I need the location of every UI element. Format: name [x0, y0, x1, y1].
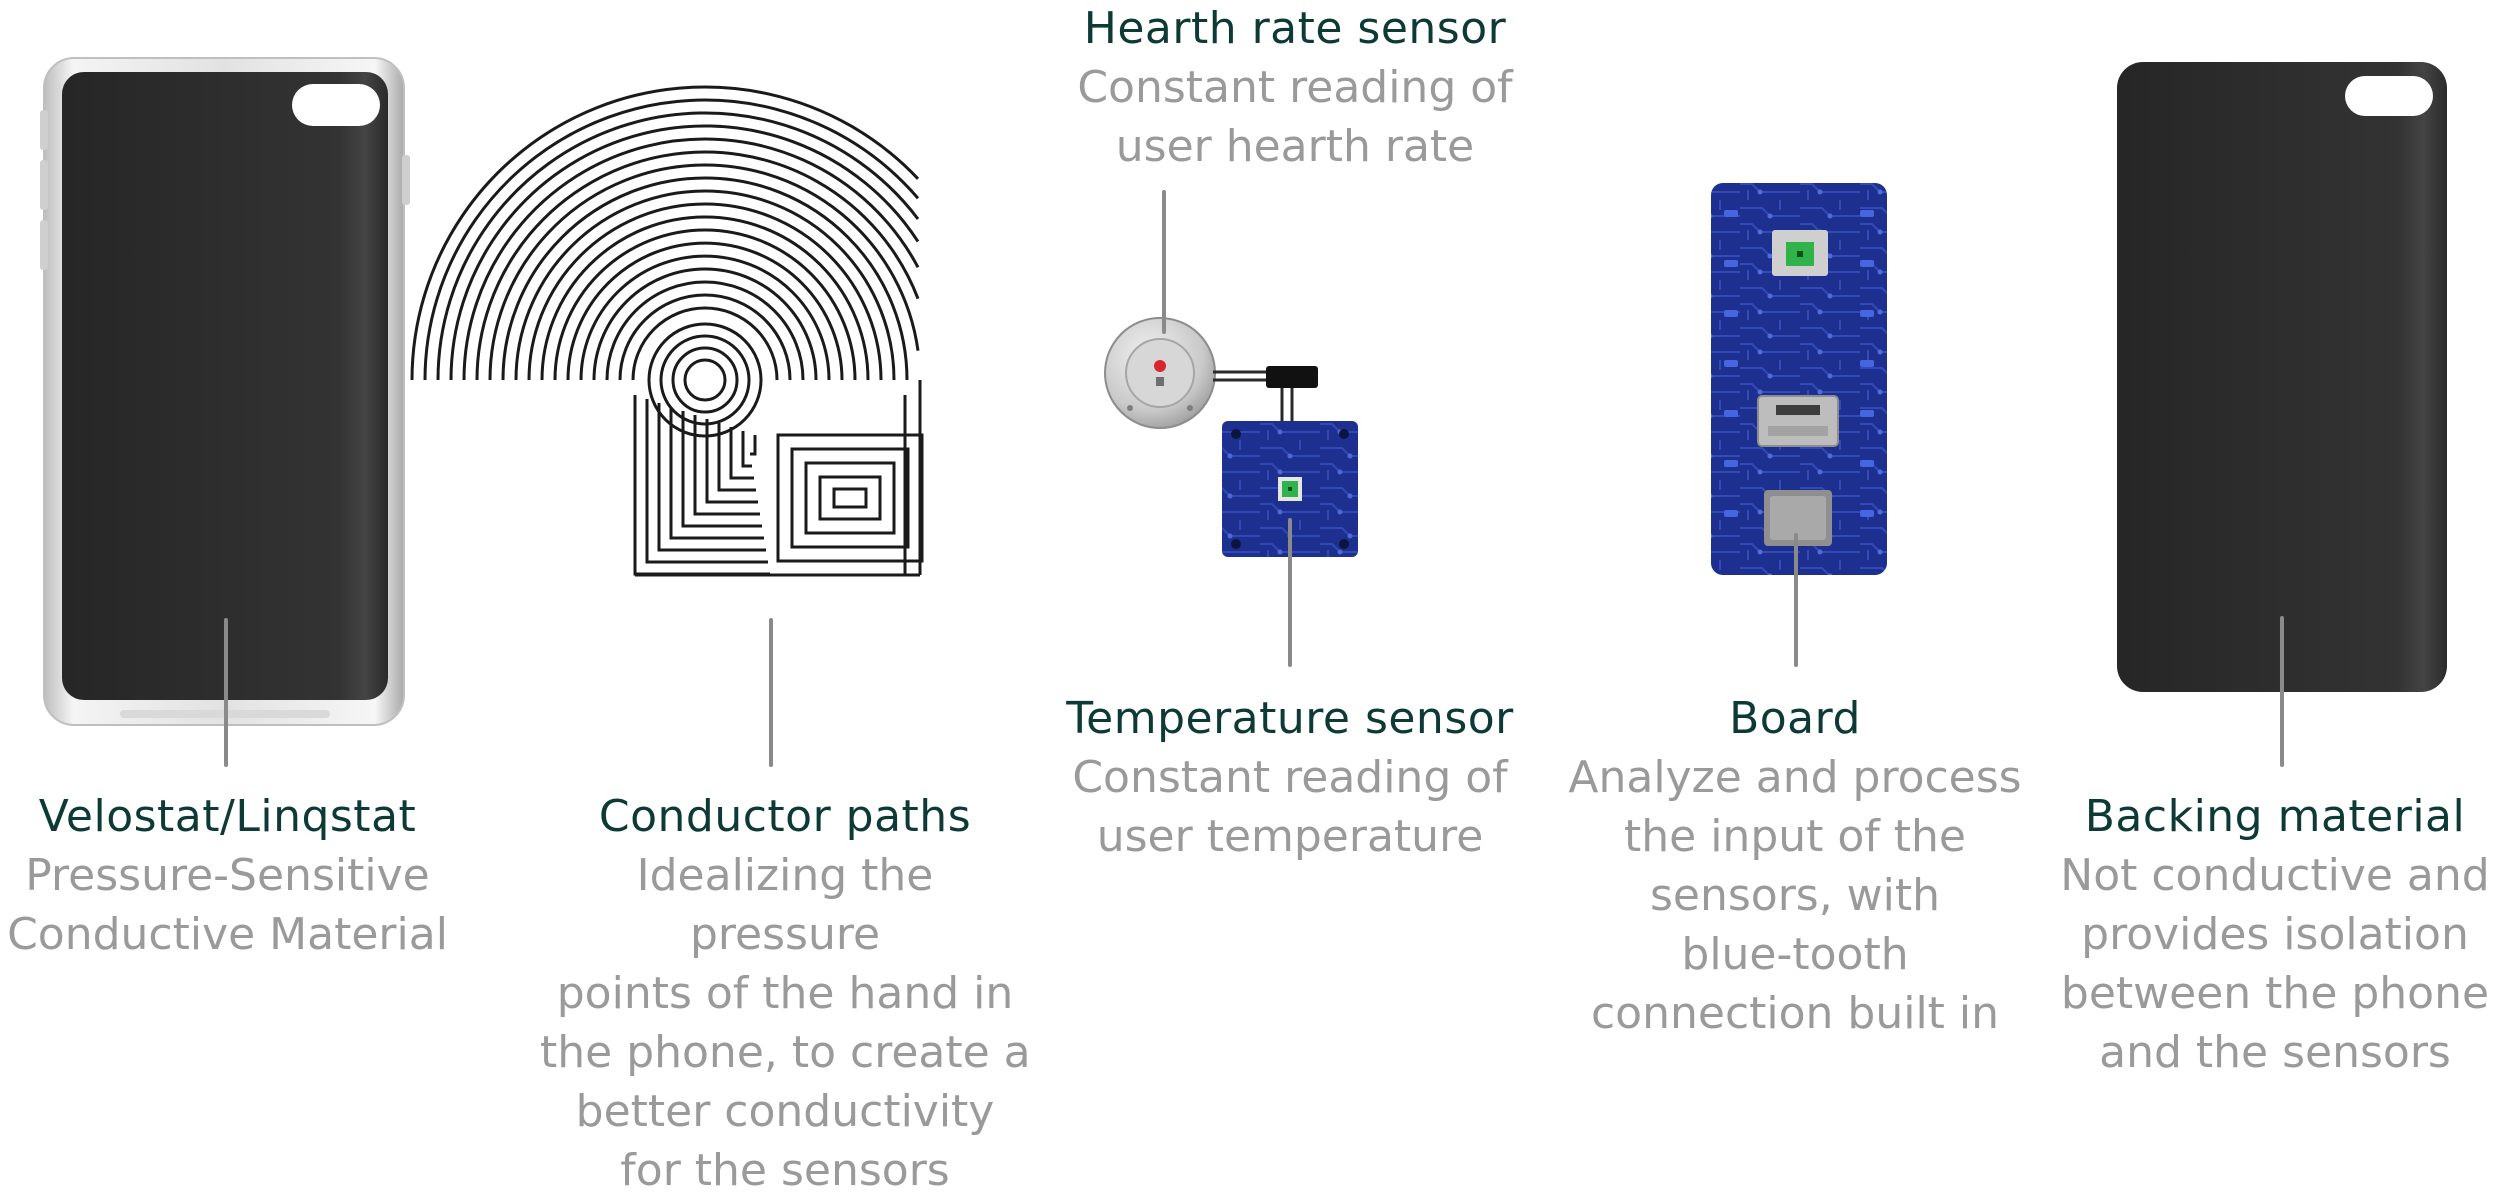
conductor-trace — [657, 403, 766, 552]
backing-title: Backing material — [2084, 791, 2466, 842]
backing-desc-line: between the phone — [2060, 968, 2490, 1019]
conductor-arc — [436, 111, 920, 381]
conductor-trace — [750, 435, 757, 456]
velostat-desc-line: Pressure-Sensitive — [25, 850, 430, 901]
conductor-trace — [741, 431, 752, 468]
conductor-desc-line: pressure — [689, 909, 881, 960]
conductor-arc — [449, 124, 920, 381]
heart-rate-description: Constant reading of user hearth rate — [1050, 58, 1540, 176]
conductor-trace — [705, 419, 758, 504]
board-desc-line: the input of the — [1624, 811, 1966, 862]
backing-desc-line: Not conductive and — [2060, 850, 2490, 901]
conductor-arc — [423, 98, 920, 381]
conductor-arc — [514, 189, 896, 381]
temperature-desc-line: Constant reading of — [1072, 752, 1508, 803]
board-title: Board — [1729, 693, 1861, 744]
conductor-arc — [501, 176, 909, 381]
conductor-trace — [729, 427, 754, 480]
conductor-desc-line: the phone, to create a — [540, 1027, 1031, 1078]
conductor-arc — [618, 293, 792, 381]
temperature-desc-line: user temperature — [1096, 811, 1484, 862]
conductor-arc — [488, 163, 920, 381]
backing-description: Not conductive and provides isolation be… — [2050, 846, 2500, 1082]
conductor-desc-line: points of the hand in — [556, 968, 1014, 1019]
heart-rate-desc-line: user hearth rate — [1115, 121, 1475, 172]
backing-desc-line: and the sensors — [2099, 1027, 2451, 1078]
conductor-desc-line: Idealizing the — [636, 850, 934, 901]
board-desc-line: Analyze and process — [1568, 752, 2022, 803]
conductor-arc — [566, 241, 844, 381]
conductor-arc — [631, 306, 779, 381]
conductor-arc — [540, 215, 870, 381]
board-desc-line: connection built in — [1590, 988, 2000, 1039]
board-description: Analyze and process the input of the sen… — [1545, 748, 2045, 1043]
heart-rate-title: Hearth rate sensor — [1083, 3, 1507, 54]
temperature-label: Temperature sensor Constant reading of u… — [1040, 690, 1540, 866]
conductor-arc — [605, 280, 805, 381]
heart-rate-desc-line: Constant reading of — [1077, 62, 1513, 113]
temperature-title: Temperature sensor — [1066, 693, 1514, 744]
conductor-arc — [592, 267, 818, 381]
board-desc-line: sensors, with — [1649, 870, 1941, 921]
conductor-label: Conductor paths Idealizing the pressure … — [540, 788, 1031, 1200]
conductor-trace — [681, 411, 762, 528]
conductor-arc — [475, 150, 920, 381]
conductor-desc-line: for the sensors — [620, 1145, 950, 1196]
conductor-trace — [693, 415, 760, 516]
conductor-title: Conductor paths — [598, 791, 972, 842]
sensor-module-illustration — [1104, 317, 1358, 557]
conductor-description: Idealizing the pressure points of the ha… — [540, 846, 1031, 1200]
conductor-arc — [410, 85, 920, 381]
velostat-title: Velostat/Linqstat — [38, 791, 417, 842]
velostat-description: Pressure-Sensitive Conductive Material — [0, 846, 455, 964]
conductor-desc-line: better conductivity — [575, 1086, 995, 1137]
board-illustration — [1711, 183, 1887, 575]
backing-material-illustration — [2117, 62, 2447, 692]
conductor-arc — [527, 202, 883, 381]
conductor-arc — [462, 137, 920, 381]
board-label: Board Analyze and process the input of t… — [1545, 690, 2045, 1043]
velostat-phone-illustration — [40, 57, 410, 726]
conductor-arc — [553, 228, 857, 381]
heart-rate-label: Hearth rate sensor Constant reading of u… — [1050, 0, 1540, 176]
conductor-trace — [717, 423, 756, 492]
board-desc-line: blue-tooth — [1681, 929, 1909, 980]
backing-desc-line: provides isolation — [2081, 909, 2469, 960]
conductor-trace — [635, 380, 922, 577]
leader-lines — [224, 190, 2284, 767]
conductor-trace — [645, 399, 768, 564]
backing-label: Backing material Not conductive and prov… — [2050, 788, 2500, 1082]
conductor-paths-illustration — [410, 85, 924, 577]
velostat-desc-line: Conductive Material — [7, 909, 448, 960]
velostat-label: Velostat/Linqstat Pressure-Sensitive Con… — [0, 788, 455, 964]
conductor-arc — [579, 254, 831, 381]
conductor-trace — [669, 407, 764, 540]
temperature-description: Constant reading of user temperature — [1040, 748, 1540, 866]
conductor-trace — [633, 395, 770, 576]
